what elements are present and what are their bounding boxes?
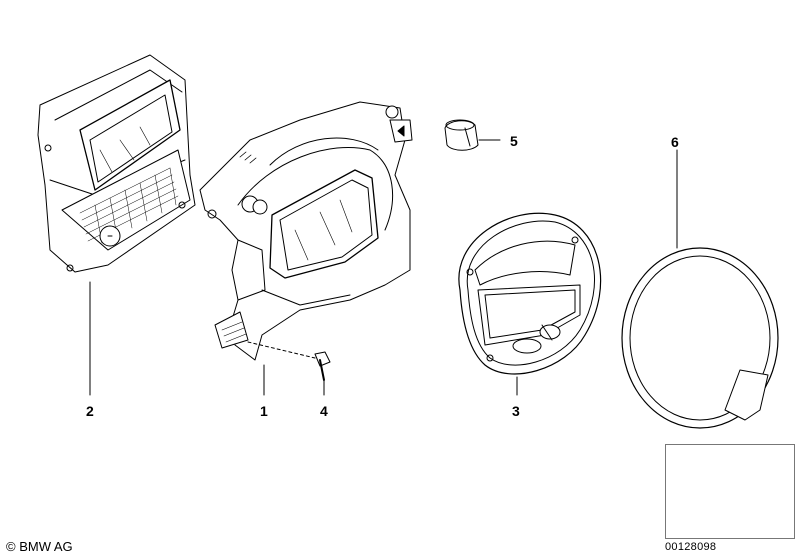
part-2-control-unit bbox=[37, 54, 196, 396]
callout-5: 5 bbox=[510, 133, 518, 149]
callout-4: 4 bbox=[320, 403, 328, 419]
part-1-instrument-housing bbox=[199, 101, 413, 396]
diagram-code: 00128098 bbox=[665, 541, 717, 553]
callout-1: 1 bbox=[260, 403, 268, 419]
copyright-text: © BMW AG bbox=[6, 539, 73, 554]
part-4-screw bbox=[247, 341, 331, 396]
part-5-cap bbox=[444, 119, 501, 151]
part-3-bezel bbox=[458, 212, 602, 396]
part-6-trim-ring bbox=[621, 149, 779, 429]
callout-6: 6 bbox=[671, 134, 679, 150]
callout-3: 3 bbox=[512, 403, 520, 419]
car-thumbnail-frame bbox=[665, 444, 795, 539]
callout-2: 2 bbox=[86, 403, 94, 419]
